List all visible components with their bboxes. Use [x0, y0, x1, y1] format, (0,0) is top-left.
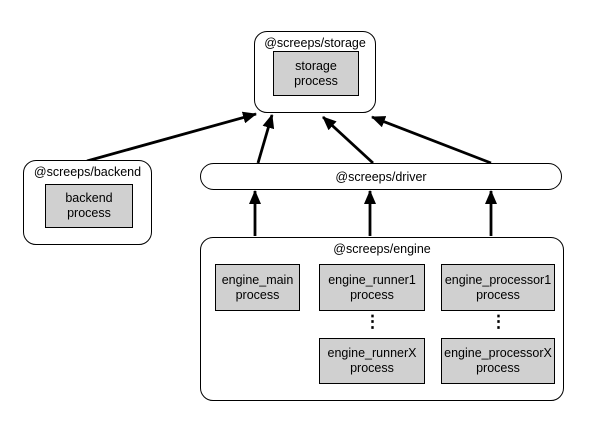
process-box-engine-processor1: engine_processor1 process	[441, 264, 555, 311]
process-backend-line1: backend	[65, 191, 113, 206]
arrow-driver-left-to-storage	[256, 114, 275, 164]
node-storage-label: @screeps/storage	[264, 36, 366, 50]
process-engine-processorX-line1: engine_processorX	[444, 346, 552, 361]
node-driver-label: @screeps/driver	[335, 169, 427, 184]
process-box-engine-runner1: engine_runner1 process	[319, 264, 425, 311]
node-backend: @screeps/backend backend process	[23, 160, 152, 245]
process-box-engine-main: engine_main process	[215, 264, 300, 311]
process-storage-line1: storage	[295, 58, 337, 73]
process-engine-main-line2: process	[235, 287, 280, 302]
process-backend-line2: process	[67, 206, 111, 220]
process-engine-runner1-line1: engine_runner1	[328, 272, 416, 287]
node-backend-label: @screeps/backend	[33, 165, 142, 179]
process-box-backend: backend process	[45, 184, 133, 228]
node-engine-label: @screeps/engine	[333, 242, 431, 256]
process-engine-runner1-line2: process	[350, 287, 394, 302]
process-engine-processor1-line2: process	[476, 287, 520, 302]
ellipsis-vertical-runner: ⋮	[364, 312, 381, 331]
arrow-driver-right-to-storage	[371, 115, 492, 165]
node-engine: @screeps/engine engine_main process engi…	[200, 237, 564, 401]
arrow-driver-mid-to-storage	[322, 115, 374, 165]
process-storage-line2: process	[294, 73, 338, 88]
process-box-engine-runnerX: engine_runnerX process	[319, 338, 425, 384]
process-box-storage: storage process	[273, 51, 359, 96]
process-engine-processorX-line2: process	[476, 361, 520, 375]
node-storage: @screeps/storage storage process	[254, 31, 376, 113]
process-engine-runnerX-line2: process	[350, 361, 394, 375]
process-engine-runnerX-line1: engine_runnerX	[327, 346, 417, 361]
process-engine-main-line1: engine_main	[221, 272, 294, 287]
arrow-backend-to-storage	[86, 111, 257, 163]
process-box-engine-processorX: engine_processorX process	[441, 338, 555, 384]
ellipsis-vertical-processor: ⋮	[490, 312, 507, 331]
process-engine-processor1-line1: engine_processor1	[444, 272, 552, 287]
node-driver: @screeps/driver	[200, 163, 562, 190]
